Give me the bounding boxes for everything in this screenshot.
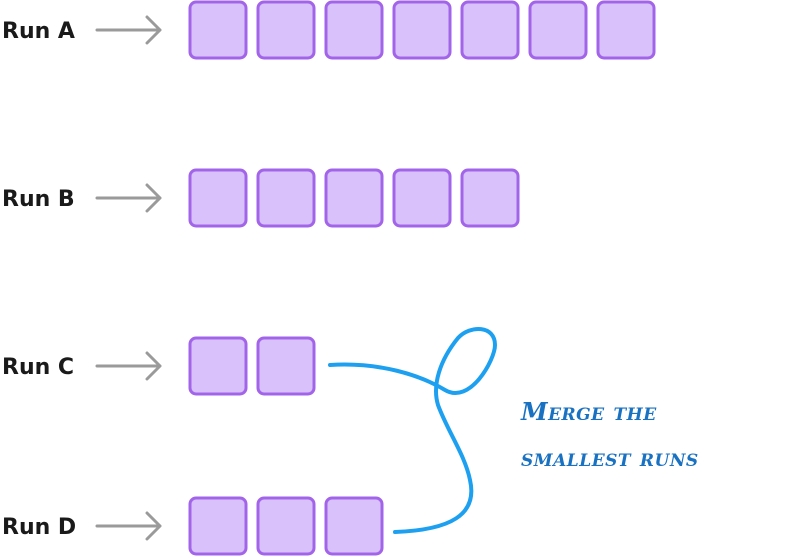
run-block bbox=[460, 168, 520, 228]
run-block bbox=[256, 0, 316, 60]
run-row-a: Run A bbox=[2, 0, 656, 60]
run-block bbox=[392, 0, 452, 60]
merge-connector-loop bbox=[328, 327, 497, 534]
run-block bbox=[256, 336, 316, 396]
merge-annotation: Merge the smallest runs bbox=[520, 397, 699, 472]
run-block bbox=[528, 0, 588, 60]
right-arrow-icon bbox=[95, 351, 162, 381]
right-arrow-icon bbox=[95, 511, 162, 541]
run-row-c: Run C bbox=[2, 336, 316, 396]
run-block bbox=[188, 496, 248, 556]
run-block bbox=[596, 0, 656, 60]
run-label: Run A bbox=[2, 19, 75, 44]
annotation-line-1: Merge the bbox=[520, 397, 657, 426]
right-arrow-icon bbox=[95, 15, 162, 45]
run-block bbox=[324, 168, 384, 228]
run-block bbox=[256, 496, 316, 556]
run-label: Run B bbox=[2, 187, 75, 212]
run-block bbox=[256, 168, 316, 228]
run-block bbox=[392, 168, 452, 228]
right-arrow-icon bbox=[95, 183, 162, 213]
run-block bbox=[188, 336, 248, 396]
run-row-b: Run B bbox=[2, 168, 520, 228]
run-block bbox=[188, 0, 248, 60]
annotation-line-2: smallest runs bbox=[521, 443, 699, 472]
run-row-d: Run D bbox=[2, 496, 384, 556]
run-block bbox=[460, 0, 520, 60]
run-block bbox=[188, 168, 248, 228]
run-label: Run D bbox=[2, 515, 76, 540]
runs-layer: Run A Run B Run C Run D bbox=[2, 0, 656, 556]
run-block bbox=[324, 0, 384, 60]
run-label: Run C bbox=[2, 355, 74, 380]
run-block bbox=[324, 496, 384, 556]
